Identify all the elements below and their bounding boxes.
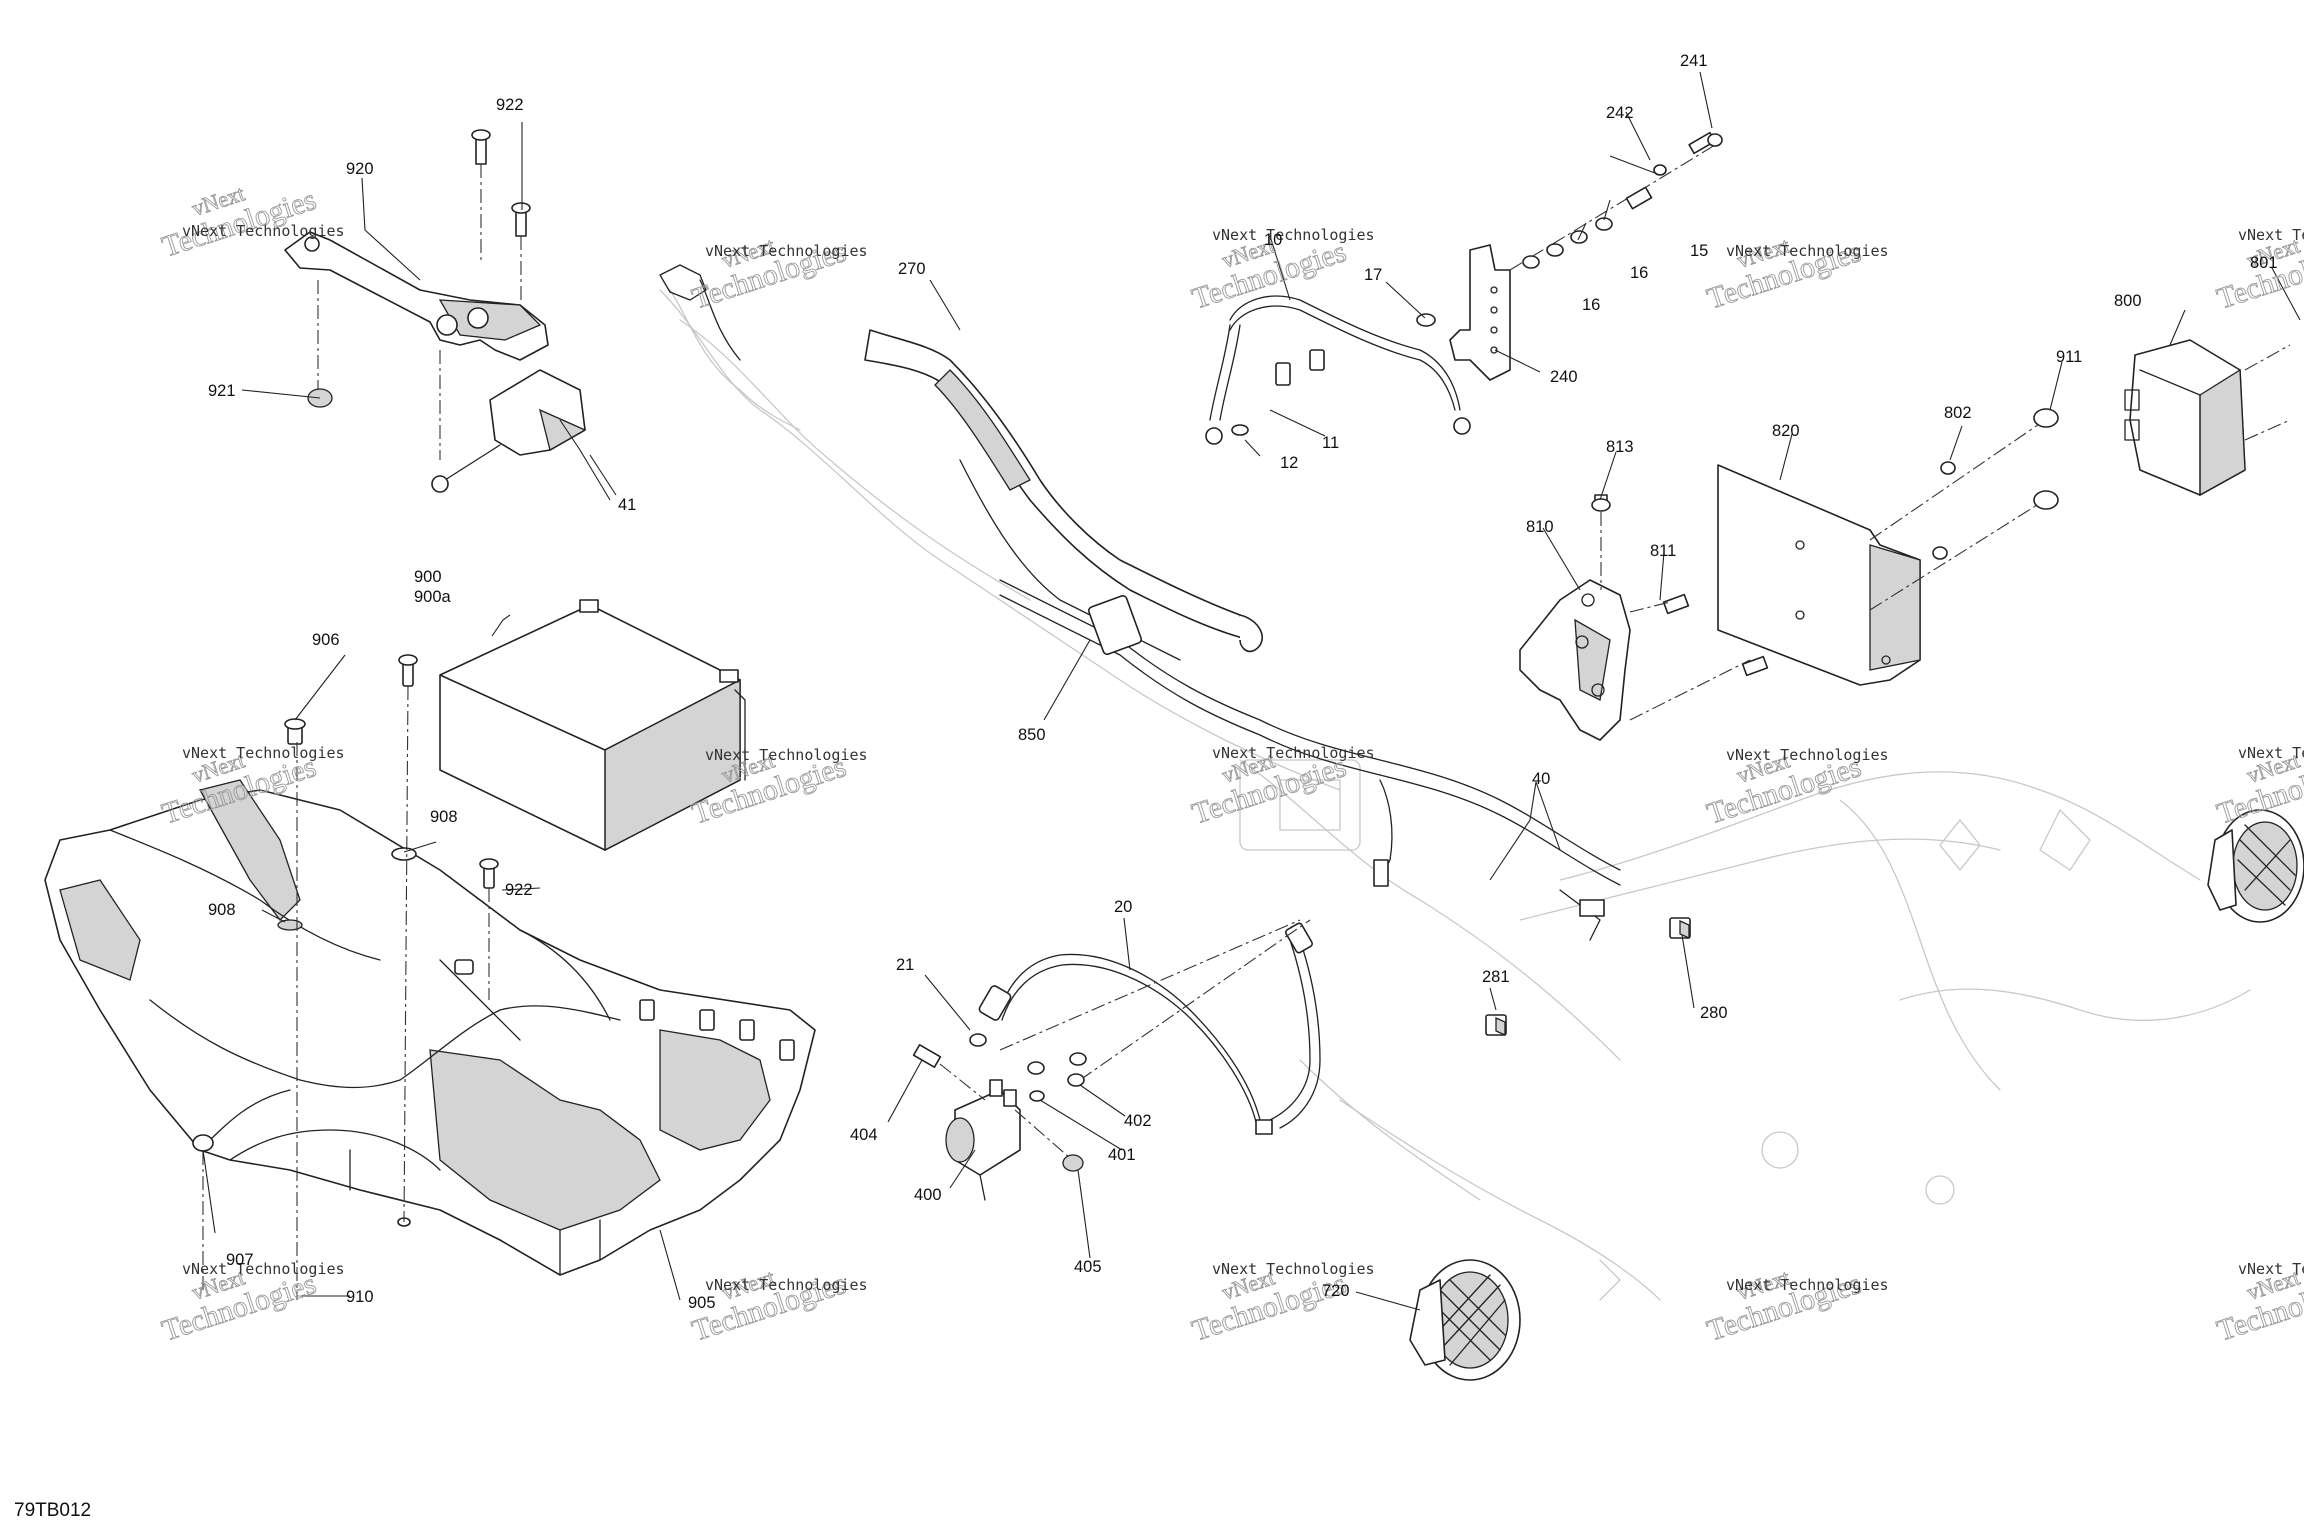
cable-20 <box>969 919 1321 1135</box>
main-harness <box>999 579 1621 941</box>
watermark: vNext Technologies <box>2213 747 2304 831</box>
label-41: 41 <box>618 496 636 514</box>
svg-text:vNext Technologies: vNext Technologies <box>705 1276 868 1294</box>
label-16b: 16 <box>1582 296 1600 314</box>
svg-text:vNext Technologies: vNext Technologies <box>182 222 345 240</box>
svg-text:vNext Technologies: vNext Technologies <box>1212 744 1375 762</box>
svg-text:vNext Technologies: vNext Technologies <box>1212 226 1375 244</box>
svg-text:vNext Technologies: vNext Technologies <box>2238 226 2304 244</box>
solenoid-400 <box>912 1044 1087 1201</box>
label-802: 802 <box>1944 404 1972 422</box>
cover-plate-820 <box>1717 408 2059 686</box>
label-40a: 40 <box>1532 770 1550 788</box>
label-907: 907 <box>226 1251 254 1269</box>
speaker-right <box>2207 809 2304 923</box>
label-900a: 900a <box>414 588 452 606</box>
label-908b: 908 <box>208 901 236 919</box>
label-810: 810 <box>1526 518 1554 536</box>
label-800: 800 <box>2114 292 2142 310</box>
label-17: 17 <box>1364 266 1382 284</box>
label-241: 241 <box>1680 52 1708 70</box>
bracket-240 <box>1416 131 1723 381</box>
label-911: 911 <box>2056 348 2082 366</box>
label-242: 242 <box>1606 104 1634 122</box>
battery <box>439 599 746 852</box>
label-240: 240 <box>1550 368 1578 386</box>
label-850: 850 <box>1018 726 1046 744</box>
label-908a: 908 <box>430 808 458 826</box>
label-813: 813 <box>1606 438 1634 456</box>
ghost-frame <box>659 289 2251 1301</box>
label-921: 921 <box>208 382 236 400</box>
terminal-cover <box>431 369 587 493</box>
svg-text:vNext Technologies: vNext Technologies <box>705 242 868 260</box>
svg-text:vNext Technologies: vNext Technologies <box>1726 1276 1889 1294</box>
label-922b: 922 <box>505 881 533 899</box>
label-15: 15 <box>1690 242 1708 260</box>
label-402: 402 <box>1124 1112 1152 1130</box>
part-labels: 922 920 921 41 900 900a 906 908 922 908 … <box>208 52 2278 1312</box>
module-800 <box>2124 339 2291 497</box>
svg-text:vNext Technologies: vNext Technologies <box>1212 1260 1375 1278</box>
svg-text:vNext Technologies: vNext Technologies <box>182 1260 345 1278</box>
label-10: 10 <box>1264 231 1282 249</box>
svg-text:vNext Technologies: vNext Technologies <box>705 746 868 764</box>
left-cable <box>659 264 801 431</box>
label-404: 404 <box>850 1126 878 1144</box>
watermark: vNext Technologies <box>688 232 851 316</box>
cable-270 <box>864 329 1263 661</box>
leader-lines <box>202 71 2301 1311</box>
label-720: 720 <box>1322 1282 1350 1300</box>
svg-text:vNext Technologies: vNext Technologies <box>2238 744 2304 762</box>
svg-text:vNext Technologies: vNext Technologies <box>1726 746 1889 764</box>
diagram-code: 79TB012 <box>14 1500 92 1521</box>
svg-text:vNext Technologies: vNext Technologies <box>182 744 345 762</box>
label-20: 20 <box>1114 898 1132 916</box>
label-21: 21 <box>896 956 914 974</box>
watermark: vNext Technologies <box>1703 232 1866 316</box>
watermark: vNext Technologies <box>1703 1264 1866 1348</box>
label-820: 820 <box>1772 422 1800 440</box>
clips <box>1485 917 1691 1037</box>
label-400: 400 <box>914 1186 942 1204</box>
battery-tray <box>44 654 816 1300</box>
cable-10 <box>1205 295 1471 445</box>
watermark: vNext Technologies <box>1188 747 1351 831</box>
label-280: 280 <box>1700 1004 1728 1022</box>
label-401: 401 <box>1108 1146 1136 1164</box>
label-801: 801 <box>2250 254 2278 272</box>
label-405: 405 <box>1074 1258 1102 1276</box>
svg-text:vNext Technologies: vNext Technologies <box>2238 1260 2304 1278</box>
label-11: 11 <box>1322 434 1339 452</box>
label-270: 270 <box>898 260 926 278</box>
label-922: 922 <box>496 96 524 114</box>
label-920: 920 <box>346 160 374 178</box>
label-905: 905 <box>688 1294 716 1312</box>
watermark: vNext Technologies <box>1703 747 1866 831</box>
label-906: 906 <box>312 631 340 649</box>
speaker-720 <box>1409 1259 1521 1381</box>
label-12: 12 <box>1280 454 1298 472</box>
label-16a: 16 <box>1630 264 1648 282</box>
label-281: 281 <box>1482 968 1510 986</box>
label-900: 900 <box>414 568 442 586</box>
label-910: 910 <box>346 1288 374 1306</box>
label-811: 811 <box>1650 542 1676 560</box>
bracket-810 <box>1519 494 1769 741</box>
svg-text:vNext Technologies: vNext Technologies <box>1726 242 1889 260</box>
